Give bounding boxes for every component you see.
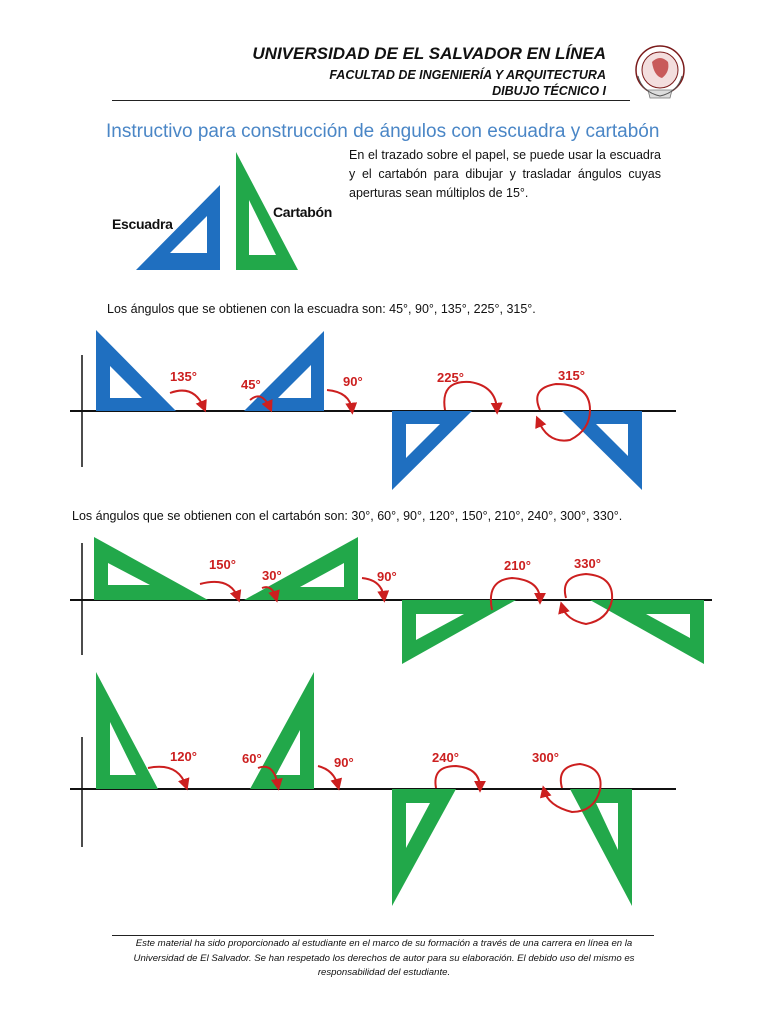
angle-label-315: 315°: [558, 368, 585, 383]
cartabon-angles-text: Los ángulos que se obtienen con el carta…: [72, 509, 623, 523]
escuadra-45-shape: [244, 331, 324, 411]
cartabon-intro-shape: [236, 152, 298, 270]
arc-90: [326, 389, 358, 415]
cartabon-150-shape: [94, 537, 208, 600]
arc-90-d: [317, 765, 343, 791]
arc-120: [147, 765, 190, 791]
cartabon-240-shape: [392, 789, 456, 906]
arc-60: [257, 765, 283, 791]
escuadra-angles-text: Los ángulos que se obtienen con la escua…: [107, 302, 536, 316]
angle-label-120: 120°: [170, 749, 197, 764]
document-title: Instructivo para construcción de ángulos…: [106, 121, 660, 142]
angle-label-300: 300°: [532, 750, 559, 765]
footer-divider: [112, 935, 654, 936]
university-seal-logo: [635, 45, 685, 99]
cartabon-120-shape: [96, 672, 158, 789]
escuadra-label: Escuadra: [112, 216, 173, 232]
faculty-name: FACULTAD DE INGENIERÍA Y ARQUITECTURA: [329, 68, 606, 82]
angle-label-90-e: 90°: [343, 374, 363, 389]
footer-disclaimer: Este material ha sido proporcionado al e…: [133, 938, 635, 978]
cartabon-300-shape: [570, 789, 632, 906]
angle-label-45: 45°: [241, 377, 261, 392]
angle-label-150: 150°: [209, 557, 236, 572]
angle-label-90-c1: 90°: [377, 569, 397, 584]
arc-135: [169, 389, 207, 413]
arc-210: [490, 576, 546, 611]
escuadra-225-shape: [392, 411, 472, 490]
cartabon-330-shape: [590, 600, 704, 664]
arc-30: [261, 586, 280, 603]
cartabon-label: Cartabón: [273, 204, 333, 220]
angle-label-60: 60°: [242, 751, 262, 766]
university-title: UNIVERSIDAD DE EL SALVADOR EN LÍNEA: [252, 44, 606, 63]
arc-225: [443, 380, 503, 415]
course-name: DIBUJO TÉCNICO I: [492, 84, 606, 98]
arc-90-c: [361, 577, 390, 603]
escuadra-135-shape: [96, 330, 176, 411]
angle-label-225: 225°: [437, 370, 464, 385]
angle-label-90-c2: 90°: [334, 755, 354, 770]
cartabon-30-shape: [244, 537, 358, 600]
cartabon-210-shape: [402, 600, 516, 664]
angle-label-210: 210°: [504, 558, 531, 573]
angle-label-330: 330°: [574, 556, 601, 571]
cartabon-60-shape: [250, 672, 314, 789]
angle-label-240: 240°: [432, 750, 459, 765]
escuadra-intro-shape: [136, 185, 220, 270]
arc-45: [249, 395, 273, 413]
arc-300: [539, 762, 602, 814]
arc-150: [199, 580, 242, 603]
arc-240: [434, 764, 486, 793]
header-divider: [112, 100, 630, 101]
arc-330: [558, 572, 614, 626]
angle-label-30: 30°: [262, 568, 282, 583]
angle-label-135: 135°: [170, 369, 197, 384]
intro-paragraph: En el trazado sobre el papel, se puede u…: [349, 148, 661, 200]
escuadra-315-shape: [562, 411, 642, 490]
arc-315: [535, 382, 592, 442]
